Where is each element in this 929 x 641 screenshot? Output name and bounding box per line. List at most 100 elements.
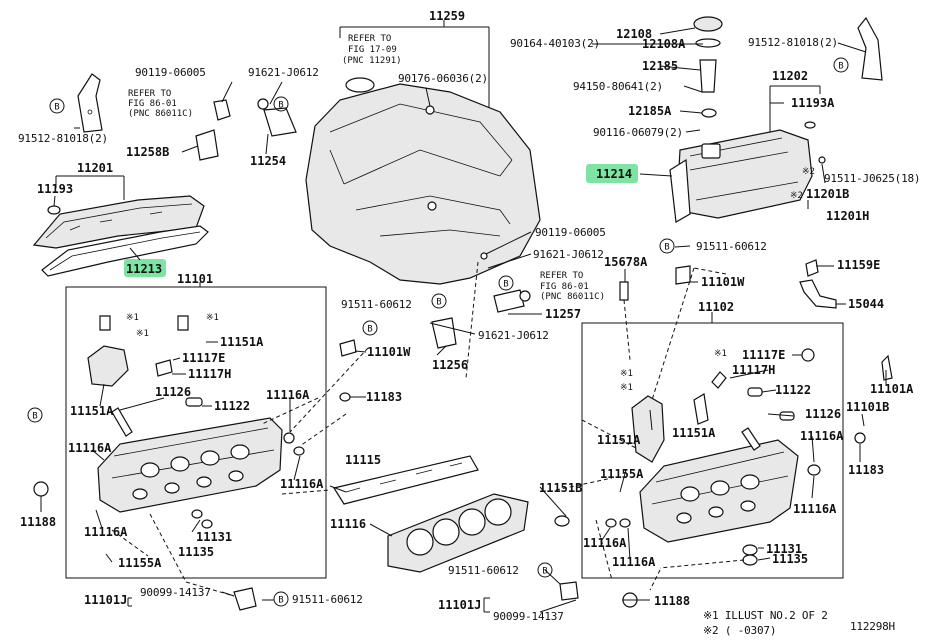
callout: 11257 [545, 307, 581, 321]
callout: 12108A [642, 37, 686, 51]
oil-filler-cap [693, 16, 723, 118]
callout: 11102 [698, 300, 734, 314]
callout: 11135 [772, 552, 808, 566]
callout: 11126 [155, 385, 191, 399]
callout: 12185 [642, 59, 678, 73]
callout: 11116A [612, 555, 656, 569]
highlight-11213 [124, 259, 166, 277]
svg-text:REFER TO: REFER TO [348, 34, 391, 44]
callout: 11201 [77, 161, 113, 175]
bracket-11202 [769, 85, 821, 135]
callout: 90176-06036(2) [398, 72, 488, 85]
callout: 11117E [182, 351, 225, 365]
callout: 11254 [250, 154, 286, 168]
callout: 11193A [791, 96, 835, 110]
callout: 11183 [366, 390, 402, 404]
callout: 91511-60612 [292, 593, 363, 606]
highlight-11214 [586, 164, 638, 183]
callout: 91512-81018(2) [748, 36, 838, 49]
cylinder-head-right [639, 439, 799, 543]
note-mark: ※1 [620, 383, 633, 393]
callout: 11116A [266, 388, 310, 402]
b-marker: B [503, 280, 508, 290]
callout: 91511-60612 [448, 564, 519, 577]
cam-housing-left [87, 345, 129, 387]
svg-text:(PNC 11291): (PNC 11291) [342, 56, 402, 66]
callout: 11151A [220, 335, 264, 349]
head-cover-right [669, 129, 813, 223]
callout: 11117H [732, 363, 775, 377]
gasket-11115 [333, 455, 479, 505]
callout: 11188 [20, 515, 56, 529]
note-mark: ※1 [126, 313, 139, 323]
callout: 91512-81018(2) [18, 132, 108, 145]
b-marker: B [436, 298, 441, 308]
plug-tube-11122-left [185, 397, 203, 407]
svg-text:(PNC 86011C): (PNC 86011C) [540, 292, 605, 302]
callout: 11116A [280, 477, 324, 491]
b-marker: B [838, 62, 843, 72]
callout: 11116 [330, 517, 366, 531]
callout: 11159E [837, 258, 880, 272]
callout: 91511-60612 [696, 240, 767, 253]
svg-text:FIG 17-09: FIG 17-09 [348, 45, 397, 55]
leader-lines [40, 20, 887, 613]
cam-housing-right [631, 395, 665, 463]
callout: 11116A [800, 429, 844, 443]
callout: 11122 [775, 383, 811, 397]
callout: 11115 [345, 453, 381, 467]
svg-text:FIG 86-01: FIG 86-01 [128, 99, 177, 109]
callout: 90164-40103(2) [510, 37, 600, 50]
svg-text:REFER TO: REFER TO [128, 89, 171, 99]
callout: 90119-06005 [535, 226, 606, 239]
figure-number: 112298H [850, 620, 895, 633]
dashed-guides [111, 261, 745, 597]
callout: 11122 [214, 399, 250, 413]
frame-11102 [581, 322, 844, 579]
grommet-11193 [47, 205, 61, 215]
callout: 91621-J0612 [478, 329, 549, 342]
callout: 90119-06005 [135, 66, 206, 79]
b-marker: B [278, 596, 283, 606]
callout: 11155A [118, 556, 162, 570]
callout: 91511-J0625(18) [824, 172, 920, 185]
callout: 11151B [539, 481, 582, 495]
callout: 11101A [870, 382, 914, 396]
head-cover-left [32, 195, 209, 277]
callout: 12108 [616, 27, 652, 41]
callout: 90099-14137 [493, 610, 564, 623]
callout: 11126 [805, 407, 841, 421]
callout: 11135 [178, 545, 214, 559]
callout: 91621-J0612 [248, 66, 319, 79]
callout: 11183 [848, 463, 884, 477]
note-mark: ※2 [790, 191, 803, 201]
callout: 11101B [846, 400, 889, 414]
b-marker: B [367, 325, 372, 335]
callout: 11201H [826, 209, 869, 223]
callout: 11151A [672, 426, 716, 440]
callout: 11193 [37, 182, 73, 196]
footnote-1: ※1 ILLUST NO.2 OF 2 [703, 609, 828, 622]
callout: 90099-14137 [140, 586, 211, 599]
callout: 11131 [766, 542, 802, 556]
callout: 11155A [600, 467, 644, 481]
emblem-plate [345, 77, 375, 93]
note-mark: ※2 [802, 167, 815, 177]
callout: 11202 [772, 69, 808, 83]
callout: 11151A [70, 404, 114, 418]
callout: 11188 [654, 594, 690, 608]
engine-cover [305, 83, 541, 285]
cylinder-head-left [97, 417, 283, 513]
bracket-left-top [77, 73, 103, 133]
callout-11214: 11214 [596, 167, 632, 181]
callout: 12185A [628, 104, 672, 118]
callout: 11256 [432, 358, 468, 372]
note-mark: ※1 [136, 329, 149, 339]
callout-labels: 11259 90164-40103(2) 12108 12108A 91512-… [18, 9, 921, 637]
callout: 11117H [188, 367, 231, 381]
frame-11101 [65, 286, 327, 579]
callout: 11259 [429, 9, 465, 23]
note-mark: ※1 [620, 369, 633, 379]
svg-text:FIG 86-01: FIG 86-01 [540, 282, 589, 292]
callout: 15044 [848, 297, 884, 311]
